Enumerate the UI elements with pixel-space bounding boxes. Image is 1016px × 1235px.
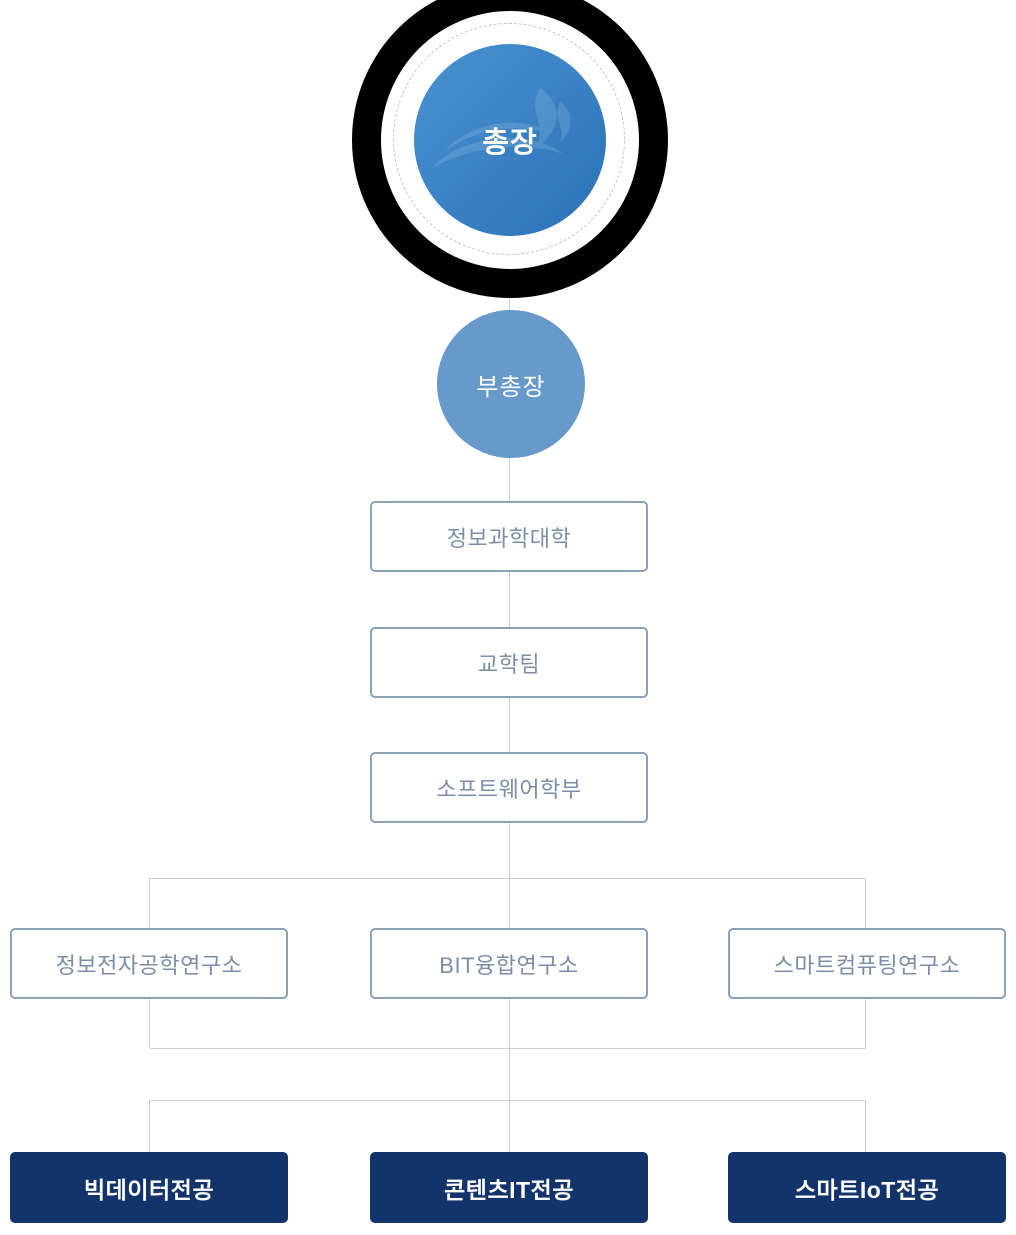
connector-major-drop-right (865, 1100, 866, 1154)
connector-institute-stub-right (865, 997, 866, 1048)
major-label-contents-it: 콘텐츠IT전공 (444, 1176, 574, 1203)
academic-team-label: 교학팀 (477, 651, 541, 677)
major-box-contents-it: 콘텐츠IT전공 (370, 1152, 648, 1223)
connector-branch2-center (509, 1048, 510, 1100)
connector-branch2-horizontal-lower (150, 1100, 866, 1101)
vice-president-node: 부총장 (437, 310, 585, 458)
connector-vice-college (509, 452, 510, 506)
vice-president-label: 부총장 (476, 373, 546, 401)
institute-box-left: 정보전자공학연구소 (10, 928, 288, 999)
institute-label-right: 스마트컴퓨팅연구소 (773, 952, 961, 978)
president-node: 총장 (414, 44, 606, 236)
major-label-bigdata: 빅데이터전공 (84, 1176, 214, 1203)
connector-branch2-horizontal-upper (150, 1048, 866, 1049)
president-label: 총장 (482, 127, 538, 159)
wave-logo-icon (432, 88, 571, 168)
connector-institute-stub-center (509, 997, 510, 1048)
connector-branch1-horizontal (150, 878, 866, 879)
software-school-box: 소프트웨어학부 (370, 752, 648, 823)
major-label-smart-iot: 스마트IoT전공 (794, 1176, 940, 1203)
connector-branch1-drop-right (865, 878, 866, 930)
connector-branch1-drop-center (509, 878, 510, 930)
college-box: 정보과학대학 (370, 501, 648, 572)
academic-team-box: 교학팀 (370, 627, 648, 698)
college-label: 정보과학대학 (446, 525, 572, 551)
connector-team-school (509, 696, 510, 754)
institute-box-right: 스마트컴퓨팅연구소 (728, 928, 1006, 999)
major-box-bigdata: 빅데이터전공 (10, 1152, 288, 1223)
institute-label-left: 정보전자공학연구소 (55, 952, 243, 978)
connector-president-vice (509, 280, 510, 316)
connector-college-team (509, 570, 510, 630)
connector-institute-stub-left (149, 997, 150, 1048)
president-ring-dashed (393, 23, 625, 255)
connector-major-drop-left (149, 1100, 150, 1154)
institute-box-center: BIT융합연구소 (370, 928, 648, 999)
software-school-label: 소프트웨어학부 (436, 776, 582, 802)
connector-school-branch (509, 820, 510, 878)
connector-branch1-drop-left (149, 878, 150, 930)
connector-major-drop-center (509, 1100, 510, 1154)
major-box-smart-iot: 스마트IoT전공 (728, 1152, 1006, 1223)
institute-label-center: BIT융합연구소 (439, 952, 579, 978)
